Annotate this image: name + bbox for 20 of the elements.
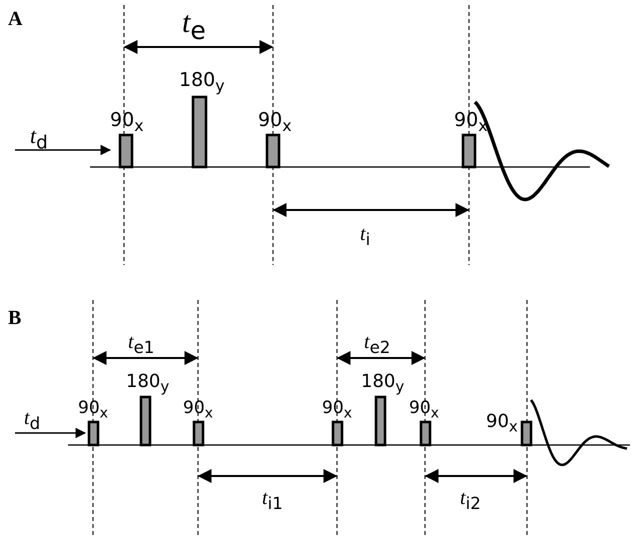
pulse-label: 90$_{x}$	[322, 399, 352, 422]
pulse-label: 180$_{y}$	[179, 70, 225, 94]
pulse-label: 90$_{x}$	[409, 399, 440, 422]
pulse-label: 180$_{y}$	[361, 372, 404, 396]
interval-label: t$_{i1}$	[262, 486, 283, 514]
pulse-label: 180$_{y}$	[126, 372, 170, 396]
pulse-label: 90$_{x}$	[183, 399, 214, 422]
interval-label: t$_{e1}$	[128, 330, 154, 358]
interval-label: t$_{i}$	[360, 222, 370, 250]
pulse-label: 90$_{x}$	[486, 412, 518, 436]
panel-label: A	[8, 8, 22, 30]
interval-label: t$_{i2}$	[460, 486, 481, 514]
pulse-label: 90$_{x}$	[258, 110, 292, 134]
interval-label: t$_{d}$	[30, 124, 48, 154]
interval-label: t$_{e}$	[182, 6, 206, 44]
interval-label: t$_{d}$	[24, 406, 40, 434]
panel-label: B	[8, 307, 22, 329]
pulse-label: 90$_{x}$	[110, 110, 144, 134]
pulse-label: 90$_{x}$	[78, 399, 108, 422]
interval-label: t$_{e2}$	[364, 330, 390, 358]
